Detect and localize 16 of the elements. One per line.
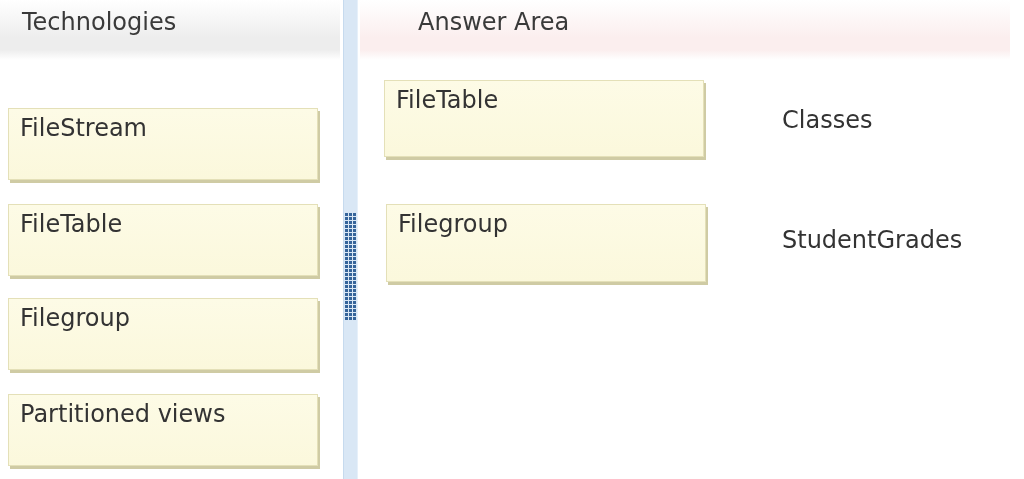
tile-label: FileTable: [396, 85, 499, 115]
answer-tile: [386, 204, 706, 282]
target-label: StudentGrades: [782, 225, 963, 255]
tile-label: FileTable: [20, 209, 123, 239]
tile-label: Filegroup: [398, 209, 508, 239]
tile-label: Filegroup: [20, 303, 130, 333]
panel-heading: Answer Area: [418, 8, 570, 36]
target-label: Classes: [782, 105, 873, 135]
tile-label: Partitioned views: [20, 399, 226, 429]
drag-tile: [8, 394, 318, 466]
tile-label: FileStream: [20, 113, 147, 143]
answer-tile: [384, 80, 704, 157]
drag-tile: [8, 298, 318, 370]
panel-heading: Technologies: [22, 8, 177, 36]
drag-tile: [8, 108, 318, 180]
drag-tile: [8, 204, 318, 276]
